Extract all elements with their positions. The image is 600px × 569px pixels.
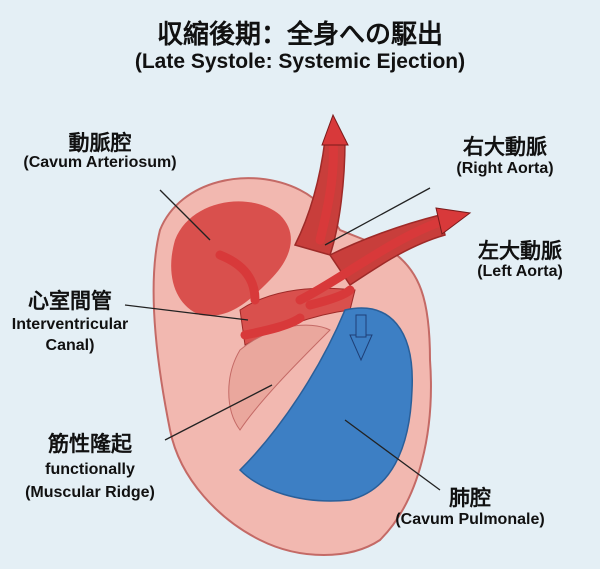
arrow-head-right-aorta bbox=[321, 113, 349, 146]
right-aorta-label-en: (Right Aorta) bbox=[456, 160, 554, 177]
cavum-pulmonale-label-jp: 肺腔 bbox=[449, 486, 491, 510]
left-aorta-label-en: (Left Aorta) bbox=[477, 263, 563, 280]
left-aorta-label-jp: 左大動脈 bbox=[478, 239, 562, 263]
interventricular-canal-label-en2: Canal) bbox=[45, 337, 95, 354]
right-aorta-label-jp: 右大動脈 bbox=[463, 135, 547, 159]
title-en: (Late Systole: Systemic Ejection) bbox=[134, 50, 466, 73]
cavum-arteriosum-label-en: (Cavum Arteriosum) bbox=[23, 154, 177, 171]
interventricular-canal-label-jp: 心室間管 bbox=[28, 289, 112, 313]
arrow-head-left-aorta bbox=[435, 207, 472, 235]
muscular-ridge-label-en2: (Muscular Ridge) bbox=[25, 484, 155, 501]
muscular-ridge-label-en1: functionally bbox=[45, 461, 135, 478]
muscular-ridge-label-jp: 筋性隆起 bbox=[48, 432, 132, 456]
cavum-pulmonale-chamber bbox=[238, 307, 413, 502]
cavum-arteriosum-label-jp: 動脈腔 bbox=[68, 131, 132, 155]
cavum-pulmonale-label-en: (Cavum Pulmonale) bbox=[395, 511, 545, 528]
interventricular-canal-label-en1: Interventricular bbox=[11, 316, 129, 333]
title-jp: 収縮後期：全身への駆出 bbox=[156, 20, 443, 50]
blood-flow-arrows bbox=[215, 135, 445, 340]
